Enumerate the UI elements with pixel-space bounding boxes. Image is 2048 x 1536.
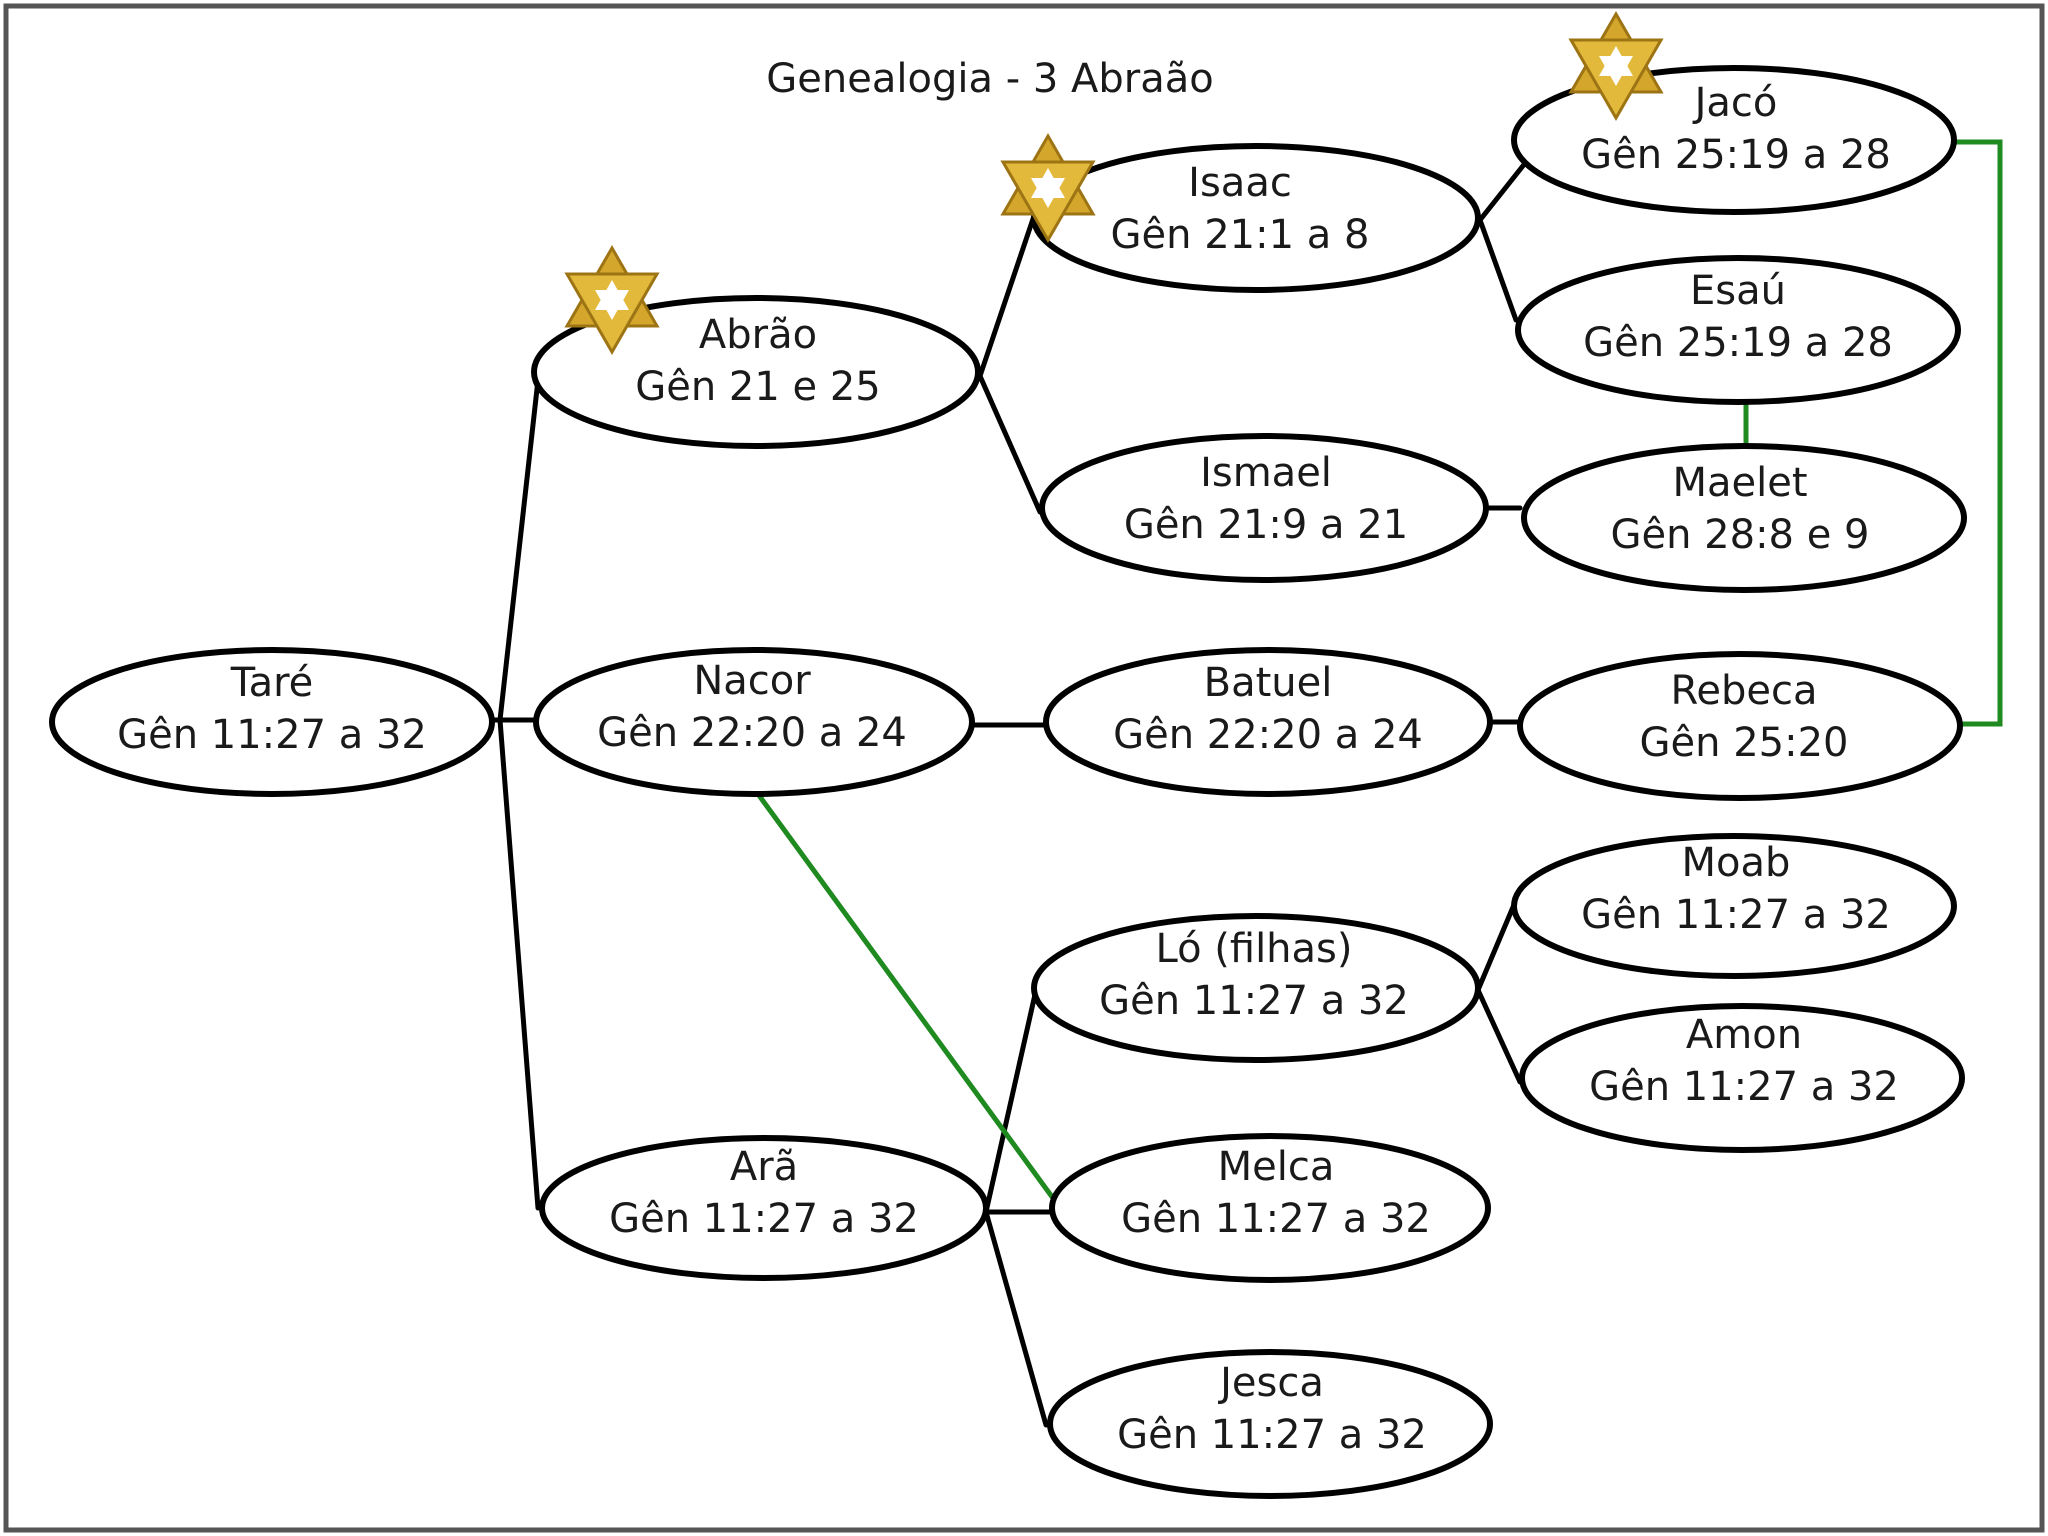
marriage-jaco-rebeca bbox=[1950, 139, 2003, 727]
node-ismael-ref: Gên 21:9 a 21 bbox=[1124, 502, 1408, 548]
node-batuel-ref: Gên 22:20 a 24 bbox=[1113, 712, 1423, 758]
node-ismael: Ismael Gên 21:9 a 21 bbox=[1039, 433, 1489, 583]
node-moab-ref: Gên 11:27 a 32 bbox=[1581, 892, 1891, 938]
node-jesca-name: Jesca bbox=[1217, 1360, 1324, 1406]
node-ara: Arã Gên 11:27 a 32 bbox=[539, 1135, 989, 1281]
node-jaco-name: Jacó bbox=[1692, 80, 1778, 126]
node-rebeca: Rebeca Gên 25:20 bbox=[1517, 651, 1963, 801]
node-tare: Taré Gên 11:27 a 32 bbox=[49, 647, 495, 797]
edge-isaac-children bbox=[1477, 159, 1529, 323]
node-ismael-name: Ismael bbox=[1200, 450, 1332, 496]
node-amon-name: Amon bbox=[1686, 1012, 1802, 1058]
node-rebeca-name: Rebeca bbox=[1670, 668, 1817, 714]
node-esau-name: Esaú bbox=[1690, 268, 1786, 314]
node-lo-name: Ló (filhas) bbox=[1156, 926, 1353, 972]
node-isaac-ref: Gên 21:1 a 8 bbox=[1111, 212, 1370, 258]
node-batuel-name: Batuel bbox=[1204, 660, 1333, 706]
node-melca-ref: Gên 11:27 a 32 bbox=[1121, 1196, 1431, 1242]
node-melca: Melca Gên 11:27 a 32 bbox=[1049, 1133, 1491, 1283]
node-lo-ref: Gên 11:27 a 32 bbox=[1099, 978, 1409, 1024]
marriage-edges bbox=[755, 139, 2003, 1207]
node-amon-ref: Gên 11:27 a 32 bbox=[1589, 1064, 1899, 1110]
node-maelet-name: Maelet bbox=[1672, 460, 1807, 506]
edge-abrao-children bbox=[977, 207, 1043, 515]
node-isaac: Isaac Gên 21:1 a 8 bbox=[1031, 143, 1481, 293]
node-esau: Esaú Gên 25:19 a 28 bbox=[1515, 255, 1961, 405]
node-abrao: Abrão Gên 21 e 25 bbox=[531, 295, 981, 449]
diagram-title: Genealogia - 3 Abraão bbox=[766, 56, 1213, 102]
node-lo: Ló (filhas) Gên 11:27 a 32 bbox=[1031, 913, 1481, 1063]
node-ara-ref: Gên 11:27 a 32 bbox=[609, 1196, 919, 1242]
node-rebeca-ref: Gên 25:20 bbox=[1640, 720, 1849, 766]
node-amon: Amon Gên 11:27 a 32 bbox=[1519, 1003, 1965, 1153]
edge-lo-children bbox=[1475, 897, 1523, 1085]
node-melca-name: Melca bbox=[1218, 1144, 1335, 1190]
node-isaac-name: Isaac bbox=[1188, 160, 1292, 206]
node-nacor-name: Nacor bbox=[693, 658, 811, 704]
node-tare-ref: Gên 11:27 a 32 bbox=[117, 712, 427, 758]
node-moab: Moab Gên 11:27 a 32 bbox=[1511, 833, 1957, 979]
edge-ara-children bbox=[983, 987, 1059, 1428]
node-nacor: Nacor Gên 22:20 a 24 bbox=[533, 647, 975, 797]
node-moab-name: Moab bbox=[1682, 840, 1791, 886]
node-tare-name: Taré bbox=[230, 660, 314, 706]
node-ara-name: Arã bbox=[730, 1144, 798, 1190]
node-esau-ref: Gên 25:19 a 28 bbox=[1583, 320, 1893, 366]
node-batuel: Batuel Gên 22:20 a 24 bbox=[1043, 647, 1493, 797]
node-jesca-ref: Gên 11:27 a 32 bbox=[1117, 1412, 1427, 1458]
node-jesca: Jesca Gên 11:27 a 32 bbox=[1047, 1349, 1493, 1499]
marriage-nacor-melca bbox=[755, 792, 1061, 1207]
node-maelet-ref: Gên 28:8 e 9 bbox=[1611, 512, 1870, 558]
node-maelet: Maelet Gên 28:8 e 9 bbox=[1521, 443, 1967, 593]
node-abrao-name: Abrão bbox=[699, 312, 817, 358]
node-jaco-ref: Gên 25:19 a 28 bbox=[1581, 132, 1891, 178]
node-abrao-ref: Gên 21 e 25 bbox=[635, 364, 881, 410]
node-nacor-ref: Gên 22:20 a 24 bbox=[597, 710, 907, 756]
